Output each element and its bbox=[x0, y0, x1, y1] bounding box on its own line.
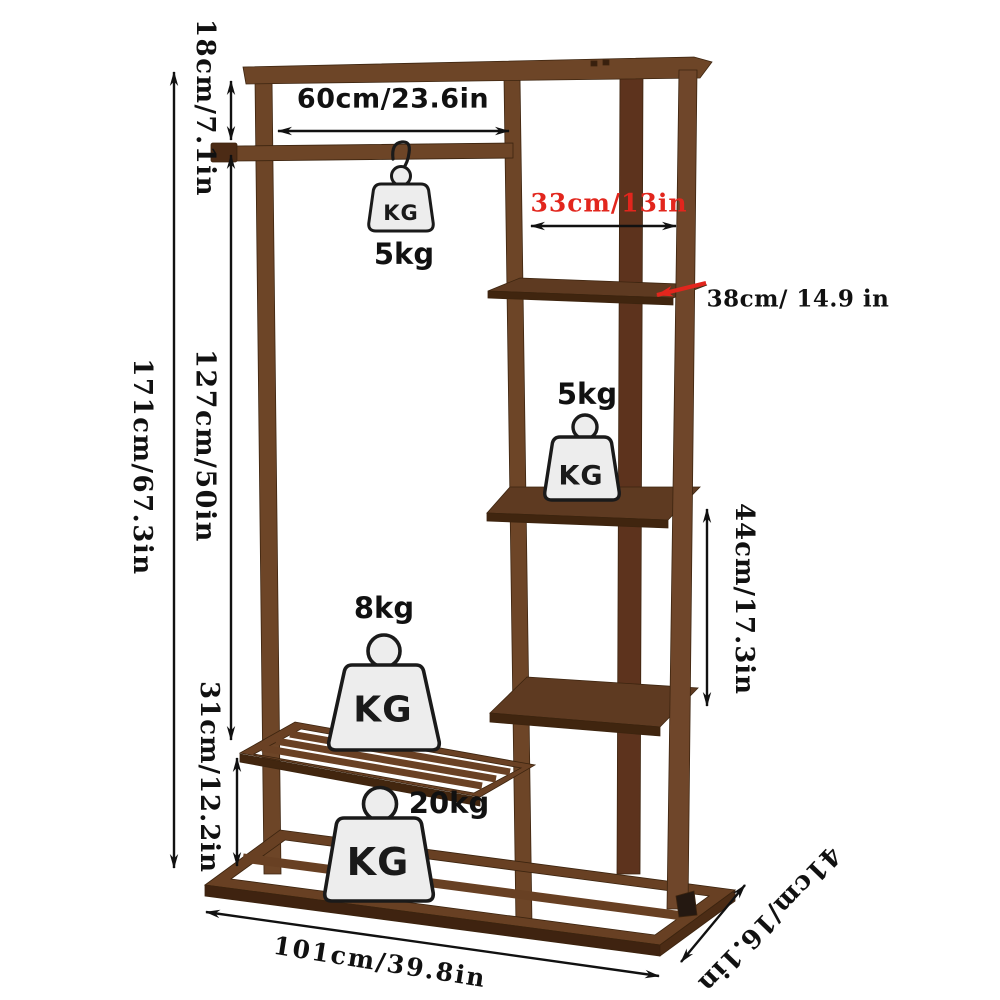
load-slat-shelf-label: 8kg bbox=[354, 591, 414, 625]
kg-unit-label: KG bbox=[353, 690, 412, 731]
slat-shelf-frame bbox=[238, 721, 537, 798]
load-middle-shelf-label: 5kg bbox=[557, 377, 617, 411]
kg-unit-label: KG bbox=[347, 840, 410, 884]
dim-shelf-width-label: 33cm/13in bbox=[530, 189, 687, 218]
weight-body bbox=[326, 663, 442, 752]
dim-hanging-height-label: 127cm/50in bbox=[190, 349, 221, 543]
weight-body bbox=[543, 435, 621, 502]
dim-shelf-gap-label: 44cm/17.3in bbox=[729, 503, 759, 695]
top-rail-notch bbox=[590, 60, 598, 67]
kg-weight-icon: KG bbox=[367, 140, 435, 233]
dim-base-width-label: 101cm/39.8in bbox=[271, 931, 488, 993]
dim-total-height-label: 171cm/67.3in bbox=[127, 358, 157, 575]
kg-unit-label: KG bbox=[558, 461, 603, 492]
top-shelf-front-edge bbox=[487, 290, 674, 306]
middle-shelf-front-edge bbox=[486, 512, 669, 529]
dim-base-width-arrow bbox=[205, 909, 660, 979]
load-base-shelf-label: 20kg bbox=[409, 786, 489, 820]
weight-body bbox=[322, 816, 436, 903]
kg-weight-icon: KG bbox=[322, 785, 436, 903]
weight-knob bbox=[361, 785, 399, 823]
weight-icons: KG KG KG KG bbox=[322, 140, 621, 903]
kg-weight-icon: KG bbox=[543, 413, 621, 502]
dim-base-depth-label: 41cm/16.1in bbox=[691, 839, 846, 998]
kg-unit-label: KG bbox=[383, 201, 419, 225]
dim-top-gap-label: 18cm/7.1in bbox=[190, 19, 220, 197]
weight-body bbox=[367, 182, 435, 233]
load-rod-label: 5kg bbox=[374, 237, 434, 271]
top-rail-notch bbox=[602, 59, 610, 66]
dim-base-depth-arrow bbox=[680, 884, 746, 963]
base-middle-rail bbox=[242, 853, 699, 923]
base-corner-bracket bbox=[675, 890, 698, 918]
hanger-hook-icon bbox=[391, 140, 411, 171]
dim-shelf-depth-pointer-arrow bbox=[655, 281, 707, 297]
weight-knob bbox=[366, 633, 402, 669]
dim-shelf-depth-label: 38cm/ 14.9 in bbox=[707, 286, 890, 313]
hanging-rod bbox=[236, 142, 514, 162]
dimension-arrows bbox=[169, 71, 746, 979]
slat-shelf-bars bbox=[261, 730, 511, 790]
dim-rod-length-label: 60cm/23.6in bbox=[297, 84, 489, 115]
kg-weight-icon: KG bbox=[326, 633, 442, 752]
dim-bottom-gap-label: 31cm/12.2in bbox=[194, 681, 224, 873]
lower-shelf-front-edge bbox=[489, 712, 661, 737]
